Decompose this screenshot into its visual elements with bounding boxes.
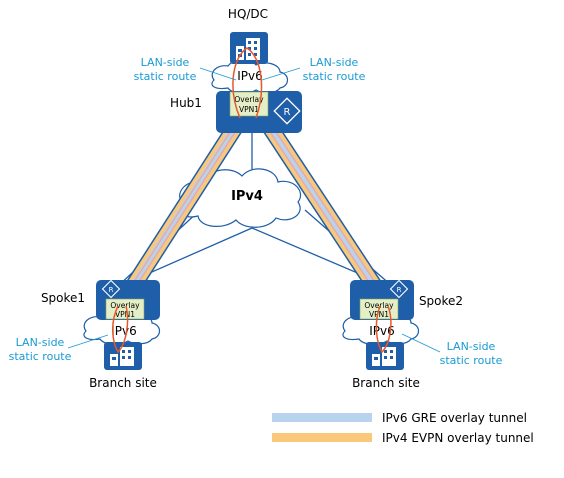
spoke2-static-route	[375, 305, 392, 354]
legend: IPv6 GRE overlay tunnel IPv4 EVPN overla…	[272, 411, 534, 445]
spoke2-router-glyph: R	[397, 286, 402, 294]
hub-overlay-line1: Overlay	[234, 95, 264, 104]
hub-router-icon: Overlay VPN1 R	[216, 91, 302, 133]
legend-swatch-gre	[272, 413, 372, 422]
hub-overlay-line2: VPN1	[239, 105, 259, 114]
ipv4-cloud: IPv4	[178, 168, 302, 228]
lan-hq-left-pointer	[199, 67, 237, 81]
spoke2-router-icon: Overlay VPN1 R	[350, 279, 414, 320]
legend-label-gre: IPv6 GRE overlay tunnel	[382, 411, 527, 425]
lan-s1-line2: static route	[9, 350, 72, 363]
hq-label: HQ/DC	[228, 7, 268, 21]
spoke1-overlay-line1: Overlay	[110, 301, 140, 310]
spoke1-router-glyph: R	[109, 286, 114, 294]
spoke2-overlay-line2: VPN1	[369, 310, 389, 319]
spoke2-label: Spoke2	[419, 294, 463, 308]
spoke2-overlay-line1: Overlay	[364, 301, 394, 310]
legend-label-evpn: IPv4 EVPN overlay tunnel	[382, 431, 534, 445]
legend-swatch-evpn	[272, 433, 372, 442]
lan-hq-left-line1: LAN-side	[141, 56, 190, 69]
tunnel-hub-spoke1	[114, 103, 254, 311]
hub-router-glyph: R	[284, 107, 291, 118]
tunnel-hub-spoke2	[251, 103, 394, 311]
spoke1-overlay-line2: VPN1	[115, 310, 135, 319]
hub-ipv6-label: IPv6	[237, 69, 263, 83]
branch1-label: Branch site	[89, 376, 157, 390]
lan-s1-line1: LAN-side	[16, 336, 65, 349]
spoke1-label: Spoke1	[41, 291, 85, 305]
lan-hq-left-line2: static route	[134, 70, 197, 83]
ipv4-label: IPv4	[231, 189, 263, 204]
lan-hq-right-pointer	[261, 67, 301, 81]
lan-s2-pointer	[401, 333, 441, 353]
spoke1-router-icon: Overlay VPN1 R	[96, 279, 160, 320]
hub-label: Hub1	[170, 96, 202, 110]
spoke1-ipv6-label: IPv6	[111, 324, 137, 338]
lan-hq-right-line2: static route	[303, 70, 366, 83]
lan-hq-right-line1: LAN-side	[310, 56, 359, 69]
spoke1-static-route	[112, 305, 129, 354]
branch2-building-icon	[366, 342, 404, 370]
hub-static-route	[232, 47, 263, 119]
branch1-building-icon	[104, 342, 142, 370]
branch2-label: Branch site	[352, 376, 420, 390]
lan-s2-line1: LAN-side	[447, 340, 496, 353]
lan-s1-pointer	[67, 334, 109, 349]
hq-building-icon	[230, 32, 268, 64]
lan-s2-line2: static route	[440, 354, 503, 367]
